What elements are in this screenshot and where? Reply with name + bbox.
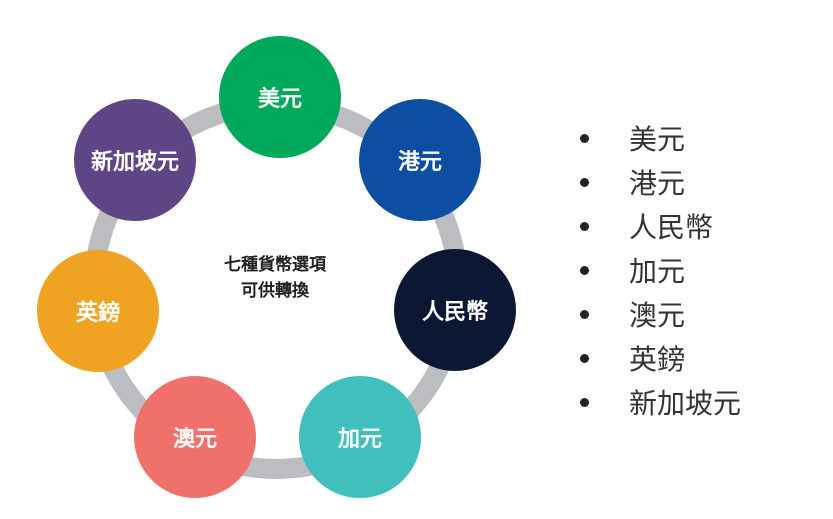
bullet-icon bbox=[580, 353, 589, 363]
node-usd: 美元 bbox=[219, 36, 341, 158]
node-label: 英鎊 bbox=[75, 301, 120, 326]
bullet-icon bbox=[580, 221, 589, 231]
bullet-icon bbox=[580, 133, 589, 143]
list-item: 人民幣 bbox=[580, 204, 741, 248]
list-item-label: 港元 bbox=[629, 167, 686, 200]
node-hkd: 港元 bbox=[359, 99, 481, 221]
list-item-label: 美元 bbox=[629, 123, 686, 156]
bullet-icon bbox=[580, 177, 589, 187]
list-item-label: 人民幣 bbox=[629, 211, 714, 244]
node-label: 澳元 bbox=[172, 427, 217, 452]
list-item: 新加坡元 bbox=[580, 380, 741, 424]
node-label: 港元 bbox=[397, 150, 442, 175]
list-item: 港元 bbox=[580, 160, 741, 204]
list-item: 美元 bbox=[580, 116, 741, 160]
center-caption: 七種貨幣選項 可供轉換 bbox=[195, 252, 355, 304]
list-item-label: 澳元 bbox=[629, 299, 686, 332]
bullet-icon bbox=[580, 265, 589, 275]
list-item: 澳元 bbox=[580, 292, 741, 336]
list-item-label: 英鎊 bbox=[629, 343, 686, 376]
center-line: 可供轉換 bbox=[241, 281, 309, 301]
node-label: 加元 bbox=[337, 427, 382, 452]
node-cny: 人民幣 bbox=[394, 249, 516, 371]
node-label: 美元 bbox=[257, 87, 302, 112]
list-item: 加元 bbox=[580, 248, 741, 292]
node-label: 新加坡元 bbox=[90, 150, 179, 175]
node-aud: 澳元 bbox=[134, 376, 256, 498]
bullet-icon bbox=[580, 397, 589, 407]
list-item-label: 加元 bbox=[629, 255, 686, 288]
list-item: 英鎊 bbox=[580, 336, 741, 380]
list-item-label: 新加坡元 bbox=[629, 387, 742, 420]
node-gbp: 英鎊 bbox=[37, 250, 159, 372]
node-label: 人民幣 bbox=[421, 300, 488, 325]
currency-list: 美元 港元 人民幣 加元 澳元 英鎊 新加坡元 bbox=[580, 116, 741, 424]
node-sgd: 新加坡元 bbox=[74, 99, 196, 221]
bullet-icon bbox=[580, 309, 589, 319]
center-line: 七種貨幣選項 bbox=[224, 255, 326, 275]
node-cad: 加元 bbox=[299, 376, 421, 498]
